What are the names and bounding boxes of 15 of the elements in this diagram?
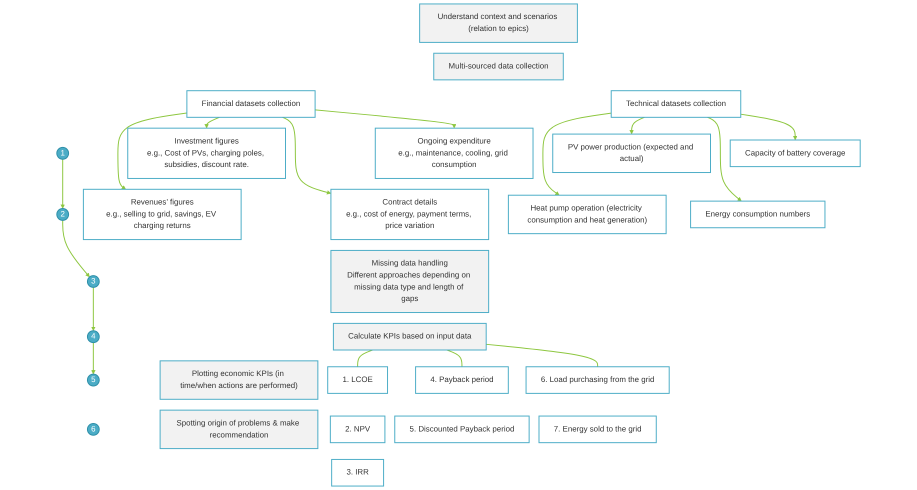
connector xyxy=(357,350,374,368)
arrow xyxy=(629,116,645,134)
arrow xyxy=(62,220,90,278)
arrow xyxy=(91,342,96,374)
connector xyxy=(446,350,462,368)
arrow xyxy=(91,286,96,331)
arrow xyxy=(282,116,332,194)
arrow xyxy=(707,116,742,202)
arrow xyxy=(740,114,798,140)
arrow xyxy=(314,109,456,128)
arrow xyxy=(117,112,188,190)
arrow xyxy=(204,116,220,128)
arrow xyxy=(542,112,612,196)
connector xyxy=(486,344,598,368)
arrow xyxy=(60,158,65,209)
